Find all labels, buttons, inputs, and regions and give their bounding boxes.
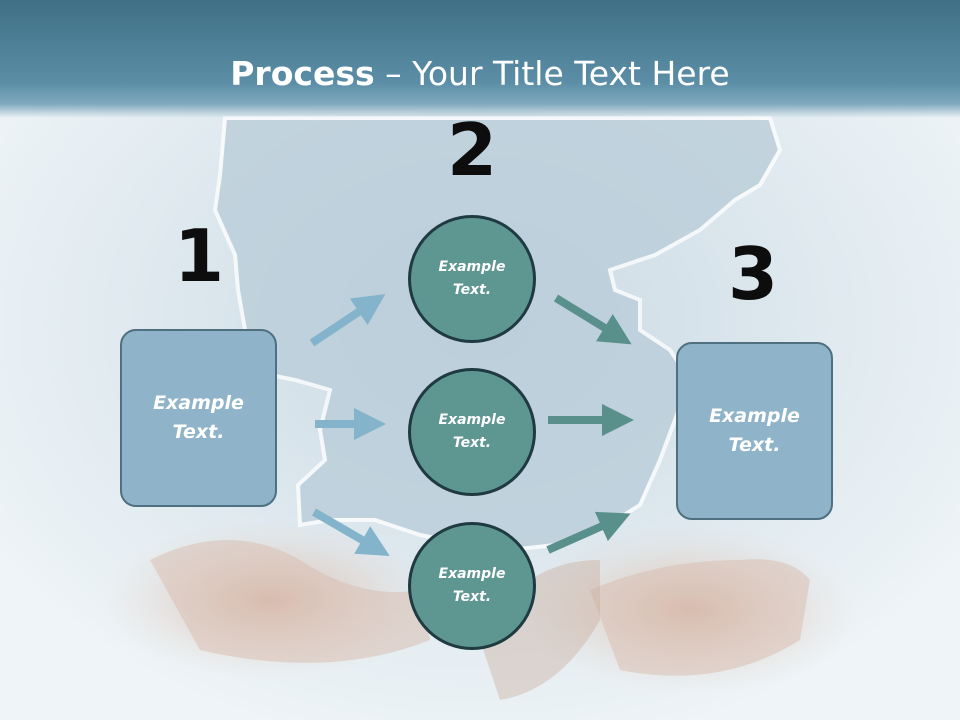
circle-bottom-text: Example Text. bbox=[438, 566, 506, 605]
circle-middle-text: Example Text. bbox=[438, 412, 506, 451]
left-box-text: Example Text. bbox=[153, 392, 244, 443]
title-rest: – Your Title Text Here bbox=[374, 54, 730, 93]
circle-middle: Example Text. bbox=[408, 368, 536, 496]
circle-top-text: Example Text. bbox=[438, 259, 506, 298]
arrow-to-bottom bbox=[311, 508, 390, 557]
circle-bottom: Example Text. bbox=[408, 522, 536, 650]
left-box: Example Text. bbox=[120, 329, 277, 507]
arrow-from-bottom bbox=[546, 511, 631, 554]
arrow-to-top bbox=[309, 294, 386, 347]
circle-top: Example Text. bbox=[408, 215, 536, 343]
right-box-text: Example Text. bbox=[709, 405, 800, 456]
right-box: Example Text. bbox=[676, 342, 833, 520]
step-number-1: 1 bbox=[173, 214, 225, 298]
arrow-from-top bbox=[553, 294, 632, 345]
title-bar bbox=[0, 0, 960, 118]
step-number-3: 3 bbox=[727, 232, 779, 316]
title-bold: Process bbox=[230, 54, 375, 93]
page-title: Process – Your Title Text Here bbox=[0, 52, 960, 96]
step-number-2: 2 bbox=[446, 108, 498, 192]
